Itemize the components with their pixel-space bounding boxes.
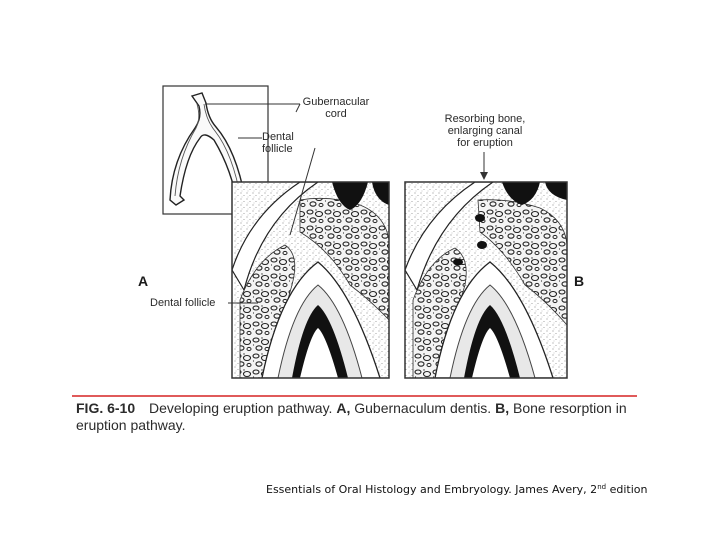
panel-b-frame bbox=[404, 181, 568, 379]
caption-rule bbox=[72, 395, 637, 397]
figure-caption: FIG. 6-10 Developing eruption pathway. A… bbox=[76, 400, 656, 434]
arrowhead-resorbing-bone bbox=[480, 172, 488, 180]
label-line: cord bbox=[325, 108, 347, 120]
label-line: Gubernacular bbox=[302, 96, 370, 108]
caption-a-marker: A, bbox=[336, 400, 351, 416]
caption-text: Bone resorption in eruption pathway. bbox=[76, 400, 627, 433]
label-line: Dental bbox=[262, 131, 294, 143]
caption-text: Developing eruption pathway. bbox=[149, 400, 333, 416]
label-line: enlarging canal bbox=[447, 125, 523, 137]
label-gubernacular-cord: Gubernacular cord bbox=[300, 96, 372, 120]
label-line: Resorbing bone, bbox=[444, 113, 526, 125]
panel-a-frame bbox=[231, 181, 390, 379]
figure-number: FIG. 6-10 bbox=[76, 400, 136, 416]
citation-text: Essentials of Oral Histology and Embryol… bbox=[266, 483, 598, 496]
label-resorbing-bone: Resorbing bone, enlarging canal for erup… bbox=[430, 113, 540, 149]
panel-b-image bbox=[405, 182, 567, 378]
panel-letter-b: B bbox=[574, 273, 585, 289]
caption-text: Gubernaculum dentis. bbox=[354, 400, 492, 416]
panel-letter-a: A bbox=[138, 273, 149, 289]
source-citation: Essentials of Oral Histology and Embryol… bbox=[266, 483, 706, 496]
panel-a-image bbox=[232, 182, 389, 378]
label-dental-follicle-a: Dental follicle bbox=[150, 297, 216, 309]
label-line: for eruption bbox=[457, 137, 513, 149]
label-dental-follicle-inset: Dental follicle bbox=[262, 131, 314, 155]
citation-text: edition bbox=[606, 483, 648, 496]
label-line: follicle bbox=[262, 143, 293, 155]
caption-b-marker: B, bbox=[495, 400, 510, 416]
leader-cord-to-panel-a bbox=[289, 147, 316, 236]
citation-superscript: nd bbox=[597, 483, 607, 491]
